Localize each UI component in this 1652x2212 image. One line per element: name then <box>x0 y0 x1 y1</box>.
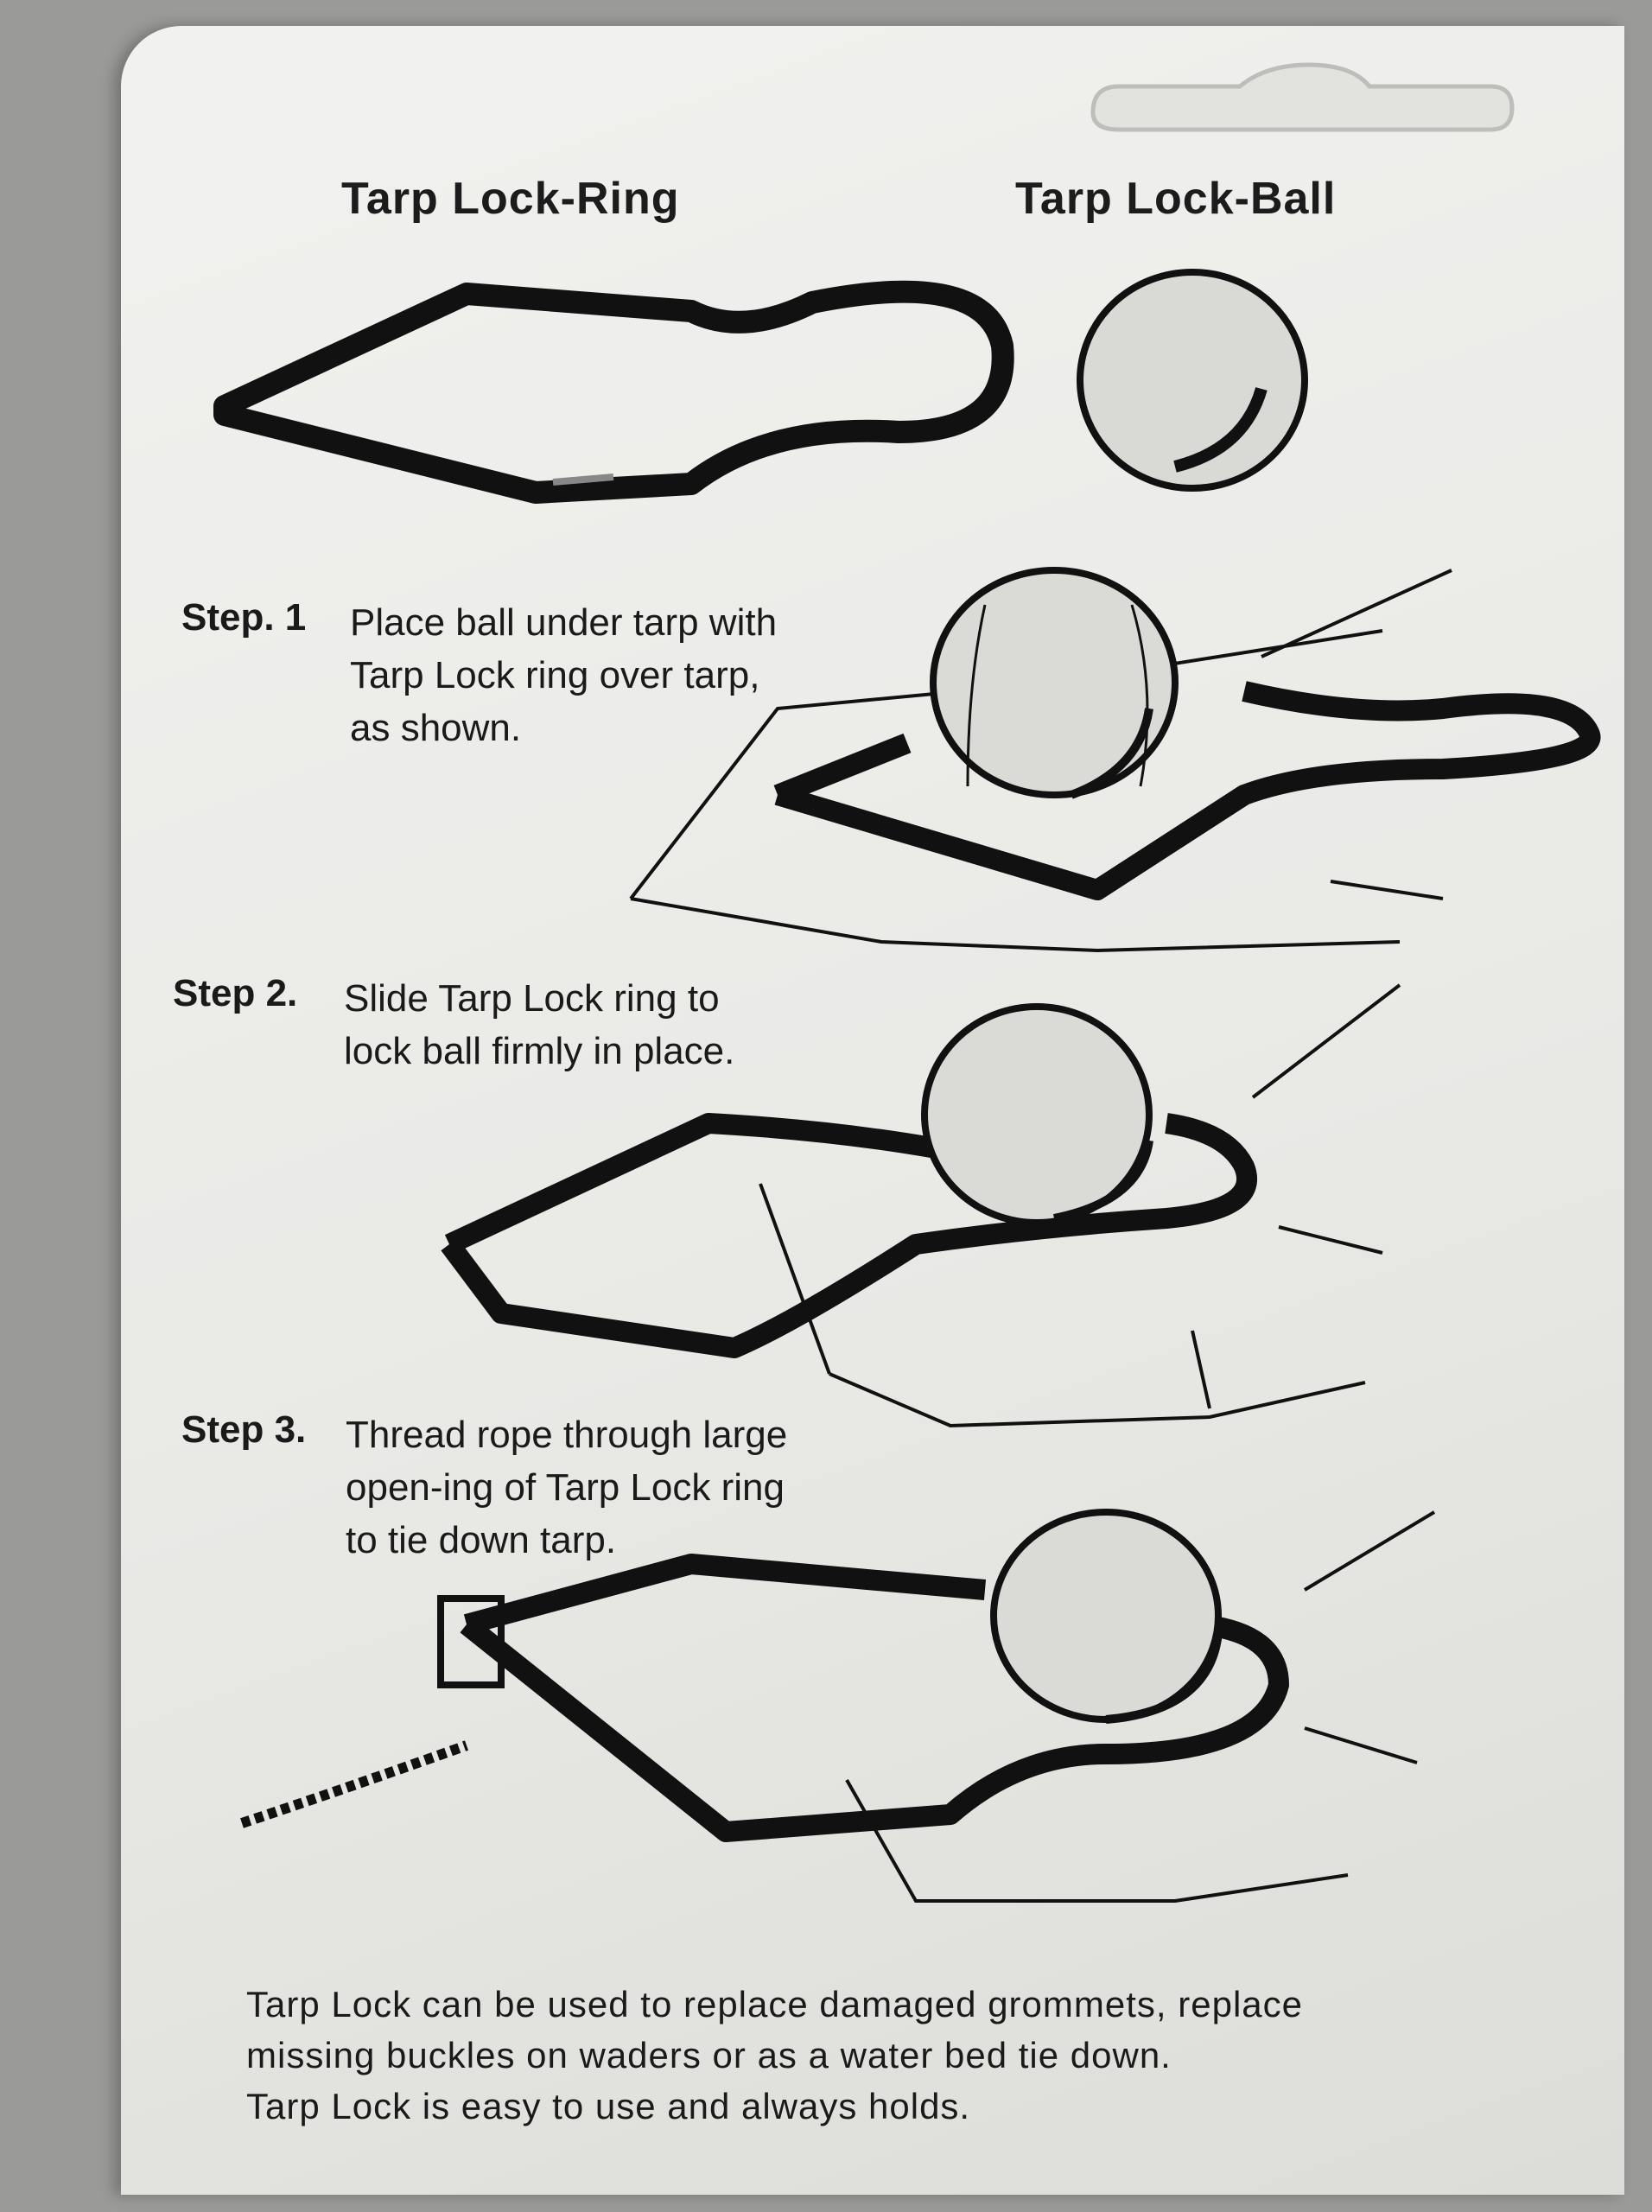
tarp-lock-ring-illustration <box>213 280 1014 504</box>
step-2-text: Slide Tarp Lock ring to lock ball firmly… <box>344 977 735 1072</box>
ring-title: Tarp Lock-Ring <box>341 174 680 224</box>
footer-text: Tarp Lock can be used to replace damaged… <box>246 1979 1387 2132</box>
ball-title: Tarp Lock-Ball <box>1015 174 1337 224</box>
step-3-illustration <box>240 1509 1436 1903</box>
step-1-label: Step. 1 <box>181 596 307 639</box>
footer-line-1: Tarp Lock can be used to replace damaged… <box>246 1984 1303 2075</box>
hang-hole <box>1090 62 1515 132</box>
step-1-illustration <box>629 567 1601 953</box>
tarp-lock-ball-illustration <box>1077 269 1308 492</box>
step-3-label: Step 3. <box>181 1408 307 1451</box>
step-1-text: Place ball under tarp with Tarp Lock rin… <box>350 601 778 749</box>
step-2-illustration <box>441 983 1401 1428</box>
step-2-label: Step 2. <box>173 972 298 1014</box>
instruction-card <box>121 26 1624 2195</box>
footer-line-2: Tarp Lock is easy to use and always hold… <box>246 2086 971 2126</box>
step-3-text: Thread rope through large open-ing of Ta… <box>346 1414 788 1561</box>
